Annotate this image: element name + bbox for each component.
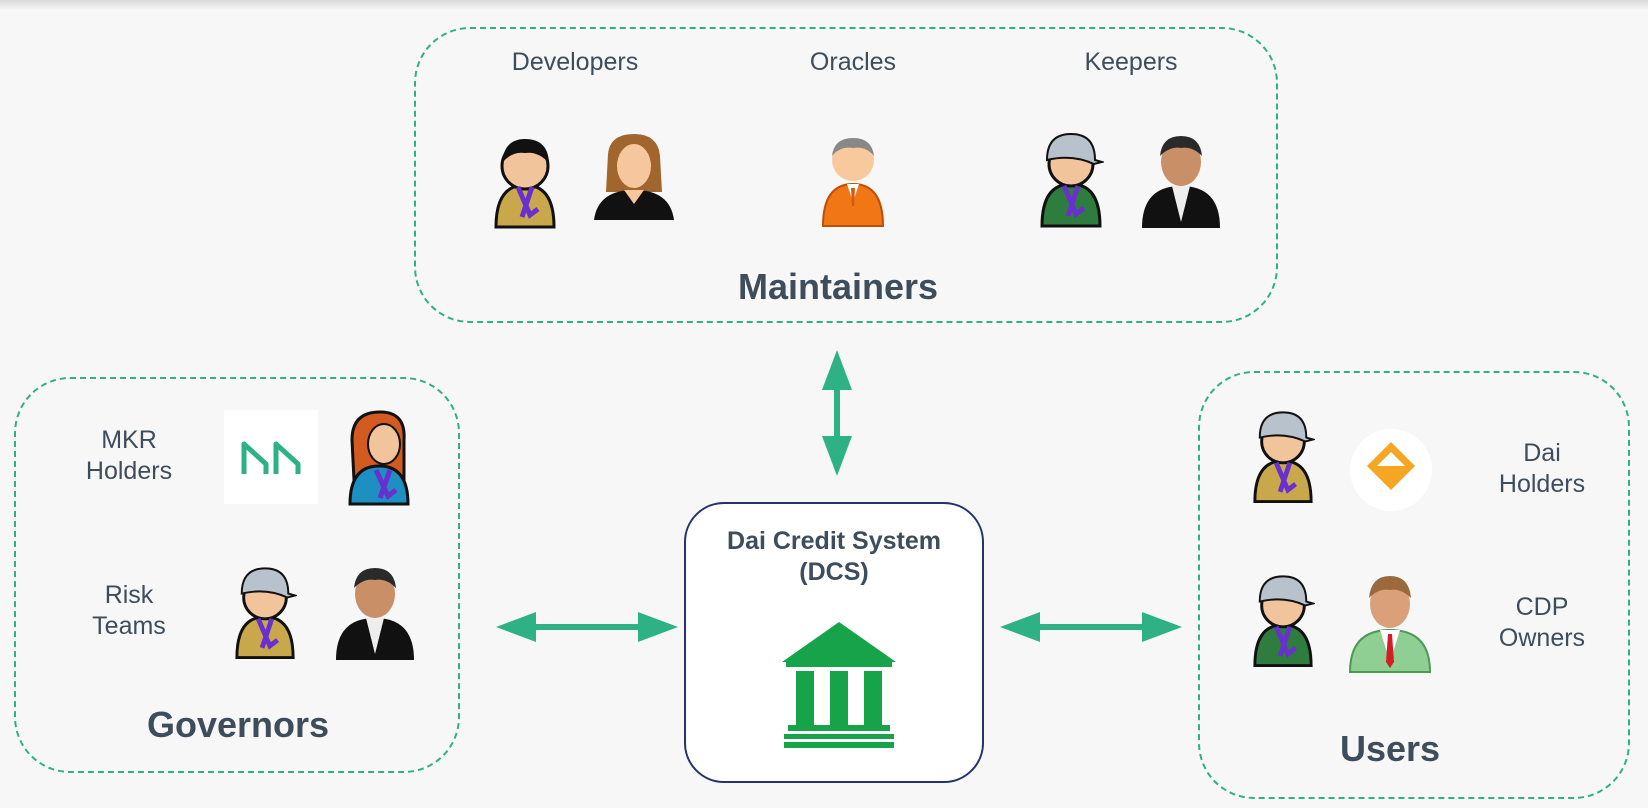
cdp-owners-label: CDP Owners <box>1486 592 1598 654</box>
bank-icon <box>782 622 896 753</box>
developer-icon <box>592 134 676 220</box>
dcs-title-line2: (DCS) <box>799 558 869 586</box>
cdp-owner-icon <box>1251 568 1315 672</box>
risk-teams-line1: Risk <box>104 581 154 609</box>
oracles-label: Oracles <box>809 48 897 76</box>
keepers-label: Keepers <box>1084 48 1178 76</box>
dai-holders-label: Dai Holders <box>1486 438 1598 500</box>
keeper-icon <box>1038 128 1104 230</box>
keeper-icon <box>1140 130 1222 230</box>
mkr-holders-line2: Holders <box>85 457 173 485</box>
dai-holder-icon <box>1251 406 1315 506</box>
dcs-title: Dai Credit System (DCS) <box>686 526 982 588</box>
users-group <box>1198 371 1630 799</box>
developer-icon <box>492 133 558 231</box>
dai-logo-icon <box>1349 428 1433 512</box>
maintainers-group <box>414 27 1278 323</box>
risk-team-icon <box>334 560 416 664</box>
cdp-owner-icon <box>1348 570 1432 674</box>
double-arrow-icon <box>496 612 678 647</box>
risk-teams-line2: Teams <box>92 612 166 640</box>
cdp-owners-line1: CDP <box>1515 593 1569 621</box>
mkr-holders-line1: MKR <box>101 426 157 454</box>
double-arrow-icon <box>822 350 852 481</box>
double-arrow-icon <box>1000 612 1182 647</box>
dcs-box: Dai Credit System (DCS) <box>684 502 984 783</box>
dai-holders-line2: Holders <box>1498 470 1586 498</box>
mkr-holder-icon <box>346 410 412 506</box>
risk-teams-label: Risk Teams <box>70 580 188 642</box>
maintainers-title: Maintainers <box>737 266 939 307</box>
cdp-owners-line2: Owners <box>1498 624 1586 652</box>
top-shade <box>0 0 1648 10</box>
risk-team-icon <box>233 562 297 662</box>
maker-logo-icon <box>224 410 318 504</box>
developers-label: Developers <box>511 48 639 76</box>
oracle-icon <box>820 130 886 228</box>
governors-group <box>14 377 460 773</box>
users-title: Users <box>1339 728 1441 769</box>
mkr-holders-label: MKR Holders <box>70 425 188 487</box>
dai-holders-line1: Dai <box>1523 439 1561 467</box>
dcs-title-line1: Dai Credit System <box>727 527 941 555</box>
governors-title: Governors <box>146 704 330 745</box>
